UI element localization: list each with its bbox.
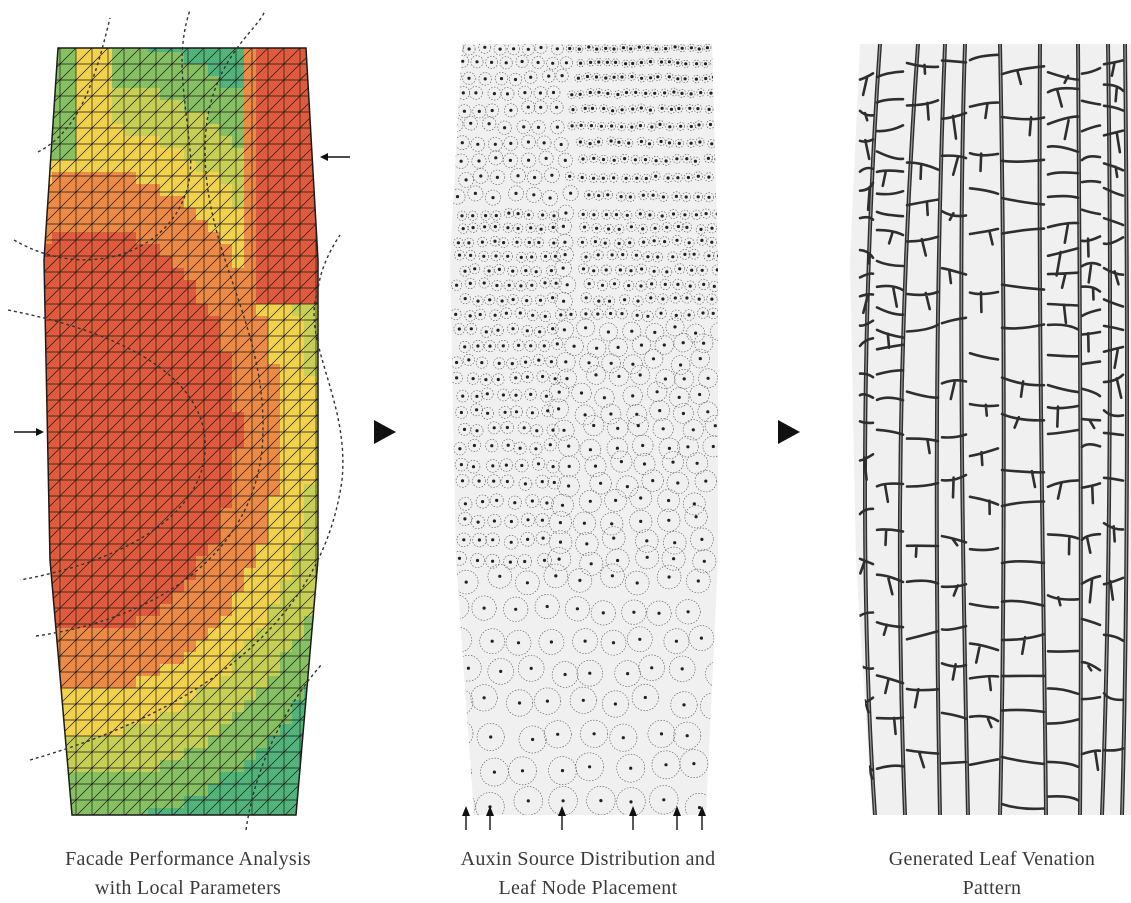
triangle-right-icon xyxy=(374,420,396,444)
contour-lines xyxy=(7,9,344,831)
caption-line: Generated Leaf Venation xyxy=(888,848,1096,870)
caption-line: Pattern xyxy=(962,877,1022,899)
caption-line: with Local Parameters xyxy=(94,877,282,899)
wind-arrow-icon xyxy=(320,153,350,161)
facade-analysis-panel xyxy=(7,9,350,831)
caption-line: Auxin Source Distribution and xyxy=(460,848,716,870)
venation-pattern-panel xyxy=(850,44,1131,815)
caption-line: Leaf Node Placement xyxy=(498,877,678,899)
caption-auxin-distribution: Auxin Source Distribution and Leaf Node … xyxy=(418,845,758,903)
wind-arrow-icon xyxy=(14,428,44,436)
heat-map xyxy=(44,48,318,815)
caption-venation-pattern: Generated Leaf Venation Pattern xyxy=(822,845,1131,903)
caption-facade-analysis: Facade Performance Analysis with Local P… xyxy=(18,845,358,903)
leaf-node-arrows xyxy=(462,806,706,830)
caption-line: Facade Performance Analysis xyxy=(65,848,311,870)
leaf-veins xyxy=(858,44,1129,815)
auxin-distribution-panel xyxy=(450,44,718,830)
facade-surface xyxy=(850,44,1131,815)
triangle-right-icon xyxy=(778,420,800,444)
facade-outline xyxy=(43,47,319,816)
auxin-sources xyxy=(450,44,718,815)
triangular-mesh xyxy=(44,48,318,815)
